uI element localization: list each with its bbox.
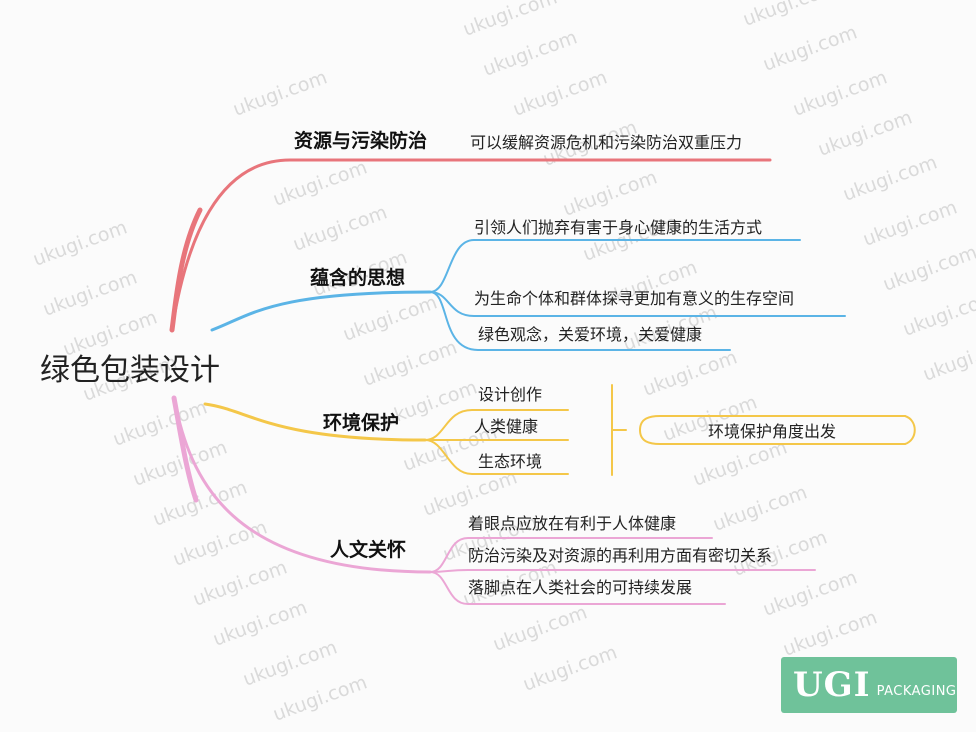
branch-label-humanity: 人文关怀 (330, 539, 407, 561)
edge-ideas-leaf-2 (429, 291, 846, 317)
summary-right-cap (904, 415, 916, 445)
summary-environment: 环境保护角度出发 (708, 422, 837, 441)
logo-sub-text: PACKAGING (876, 683, 957, 699)
branch-label-environment: 环境保护 (323, 412, 400, 434)
logo-brand-text: UGI (793, 665, 871, 705)
edge-humanity-leaf-3 (429, 571, 726, 605)
edge-humanity-leaf-1 (429, 537, 713, 573)
leaf-humanity-1: 着眼点应放在有利于人体健康 (468, 514, 677, 533)
edge-environment-leaf-1 (424, 409, 569, 441)
leaf-humanity-2: 防治污染及对资源的再利用方面有密切关系 (468, 546, 773, 565)
summary-top-line (639, 415, 906, 431)
edge-ideas (210, 290, 432, 332)
branch-label-ideas: 蕴含的思想 (310, 267, 406, 289)
edge-humanity-thick (171, 395, 199, 503)
ugi-packaging-logo: UGI PACKAGING (781, 657, 957, 713)
branch-label-resources: 资源与污染防治 (294, 130, 428, 152)
leaf-resources-1: 可以缓解资源危机和污染防治双重压力 (470, 133, 743, 152)
leaf-environment-1: 设计创作 (478, 385, 543, 404)
summary-bottom-line (639, 429, 906, 445)
edge-ideas-leaf-1 (429, 239, 801, 293)
leaf-environment-3: 生态环境 (478, 452, 543, 471)
edge-resources-thick (169, 207, 203, 333)
leaf-environment-2: 人类健康 (474, 417, 539, 436)
leaf-humanity-3: 落脚点在人类社会的可持续发展 (468, 578, 693, 597)
edge-ideas-leaf-3 (429, 291, 731, 351)
leaf-ideas-2: 为生命个体和群体探寻更加有意义的生存空间 (474, 289, 795, 308)
edge-environment (203, 402, 427, 442)
edge-environment-leaf-3 (424, 439, 569, 475)
leaf-ideas-3: 绿色观念，关爱环境，关爱健康 (478, 325, 703, 344)
root-node-label: 绿色包装设计 (40, 353, 220, 388)
edge-humanity-leaf-2 (429, 569, 816, 573)
leaf-ideas-1: 引领人们抛弃有害于身心健康的生活方式 (474, 218, 763, 237)
